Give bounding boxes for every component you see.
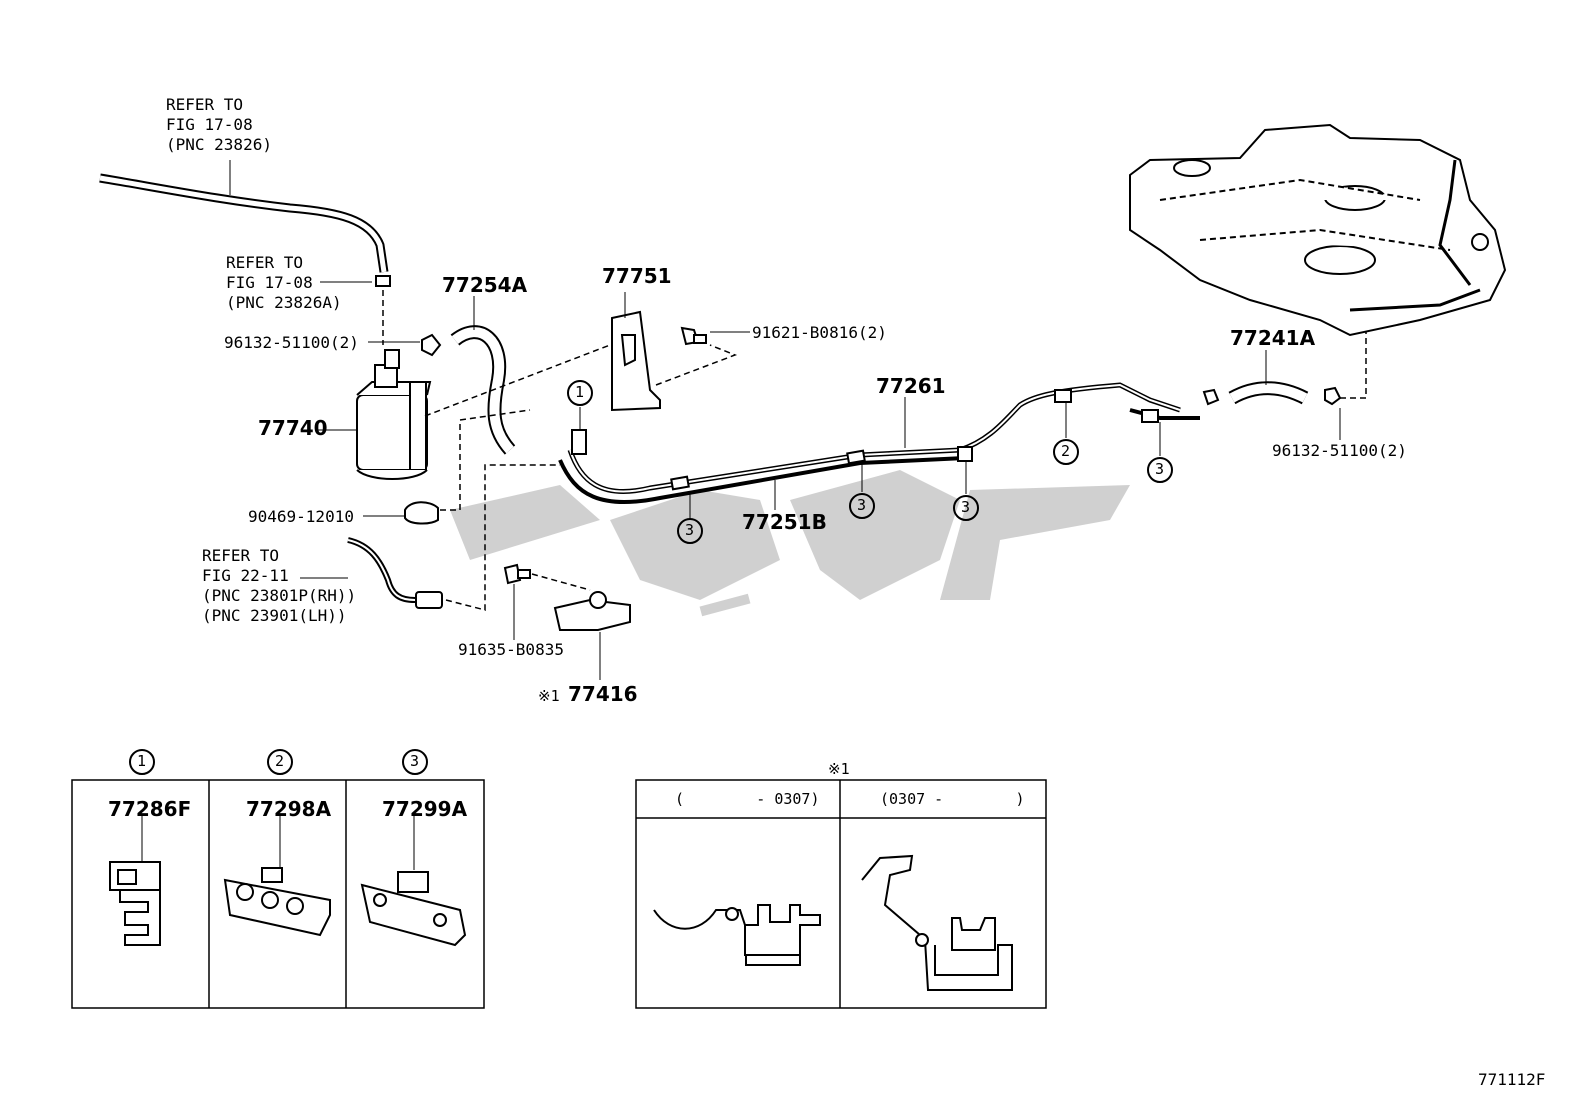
clip-77286F bbox=[109, 861, 161, 946]
part-96132-right-label: 96132-51100(2) bbox=[1272, 441, 1407, 460]
callout-3-b-number: 3 bbox=[857, 496, 867, 514]
ref2-line3: (PNC 23826A) bbox=[226, 293, 342, 312]
legend-part-77299A: 77299A bbox=[382, 797, 468, 821]
ref3-line4: (PNC 23901(LH)) bbox=[202, 606, 347, 625]
legend-table bbox=[71, 779, 485, 1009]
ref1-line1: REFER TO bbox=[166, 95, 244, 114]
bolt-91635 bbox=[503, 563, 531, 585]
bracket-new bbox=[861, 854, 1013, 991]
part-91621-label: 91621-B0816(2) bbox=[752, 323, 887, 342]
callout-1-main bbox=[567, 380, 593, 406]
note-table-col1: ( - 0307) bbox=[675, 790, 820, 808]
charcoal-canister bbox=[356, 349, 432, 480]
ref-block-1: REFER TO FIG 17-08 (PNC 23826) bbox=[166, 95, 272, 155]
part-77751-label: 77751 bbox=[602, 264, 672, 288]
legend-header-1: 1 bbox=[137, 752, 147, 770]
hose-clamp bbox=[375, 275, 391, 287]
bracket-77416 bbox=[553, 591, 631, 631]
tube-77251B bbox=[558, 456, 966, 505]
harness-connector bbox=[347, 537, 416, 603]
legend-part-77286F: 77286F bbox=[108, 797, 192, 821]
note-table-mark: ※1 bbox=[828, 760, 850, 778]
ref2-line2: FIG 17-08 bbox=[226, 273, 313, 292]
bolt-91621 bbox=[680, 326, 707, 346]
clamp-96132-right bbox=[1324, 386, 1342, 406]
callout-3-a bbox=[677, 518, 703, 544]
callout-3-b bbox=[849, 493, 875, 519]
ref3-line1: REFER TO bbox=[202, 546, 280, 565]
callout-3-c bbox=[953, 495, 979, 521]
ref1-line2: FIG 17-08 bbox=[166, 115, 253, 134]
clip-77298A bbox=[223, 867, 331, 937]
part-77740-label: 77740 bbox=[258, 416, 328, 440]
ref1-line3: (PNC 23826) bbox=[166, 135, 272, 154]
part-77241A-label: 77241A bbox=[1230, 326, 1316, 350]
clip-77299A bbox=[360, 871, 467, 947]
fuel-tank bbox=[1129, 123, 1507, 337]
legend-part-77298A: 77298A bbox=[246, 797, 332, 821]
note-table bbox=[635, 779, 1047, 1009]
clip-90469 bbox=[404, 501, 439, 525]
legend-header-2: 2 bbox=[275, 752, 285, 770]
callout-3-c-number: 3 bbox=[961, 498, 971, 516]
bracket-old bbox=[653, 904, 821, 966]
ref2-line1: REFER TO bbox=[226, 253, 304, 272]
figure-id: 771112F bbox=[1478, 1070, 1546, 1089]
part-77261-label: 77261 bbox=[876, 374, 946, 398]
tube-77261 bbox=[567, 382, 1181, 495]
part-91635-label: 91635-B0835 bbox=[458, 640, 564, 659]
callout-3-d-number: 3 bbox=[1155, 460, 1165, 478]
note-table-col2: (0307 - ) bbox=[880, 790, 1025, 808]
legend-header-3: 3 bbox=[410, 752, 420, 770]
callout-3-a-number: 3 bbox=[685, 521, 695, 539]
callout-2-main bbox=[1053, 439, 1079, 465]
callout-3-d bbox=[1147, 457, 1173, 483]
bracket-77751 bbox=[611, 310, 661, 412]
part-90469-label: 90469-12010 bbox=[248, 507, 354, 526]
callout-1-main-number: 1 bbox=[575, 383, 585, 401]
part-77416-label: 77416 bbox=[568, 682, 638, 706]
callout-2-main-number: 2 bbox=[1061, 442, 1071, 460]
ref-block-2: REFER TO FIG 17-08 (PNC 23826A) bbox=[226, 253, 342, 313]
part-77251B-label: 77251B bbox=[742, 510, 827, 534]
ref-block-3: REFER TO FIG 22-11 (PNC 23801P(RH)) (PNC… bbox=[202, 546, 356, 626]
ref3-line2: FIG 22-11 bbox=[202, 566, 289, 585]
part-96132-left-label: 96132-51100(2) bbox=[224, 333, 359, 352]
clamp-96132-left bbox=[421, 333, 442, 357]
part-77416-mark: ※1 bbox=[538, 687, 560, 705]
ref3-line3: (PNC 23801P(RH)) bbox=[202, 586, 357, 605]
watermark-logo bbox=[450, 470, 1130, 617]
part-77254A-label: 77254A bbox=[442, 273, 528, 297]
